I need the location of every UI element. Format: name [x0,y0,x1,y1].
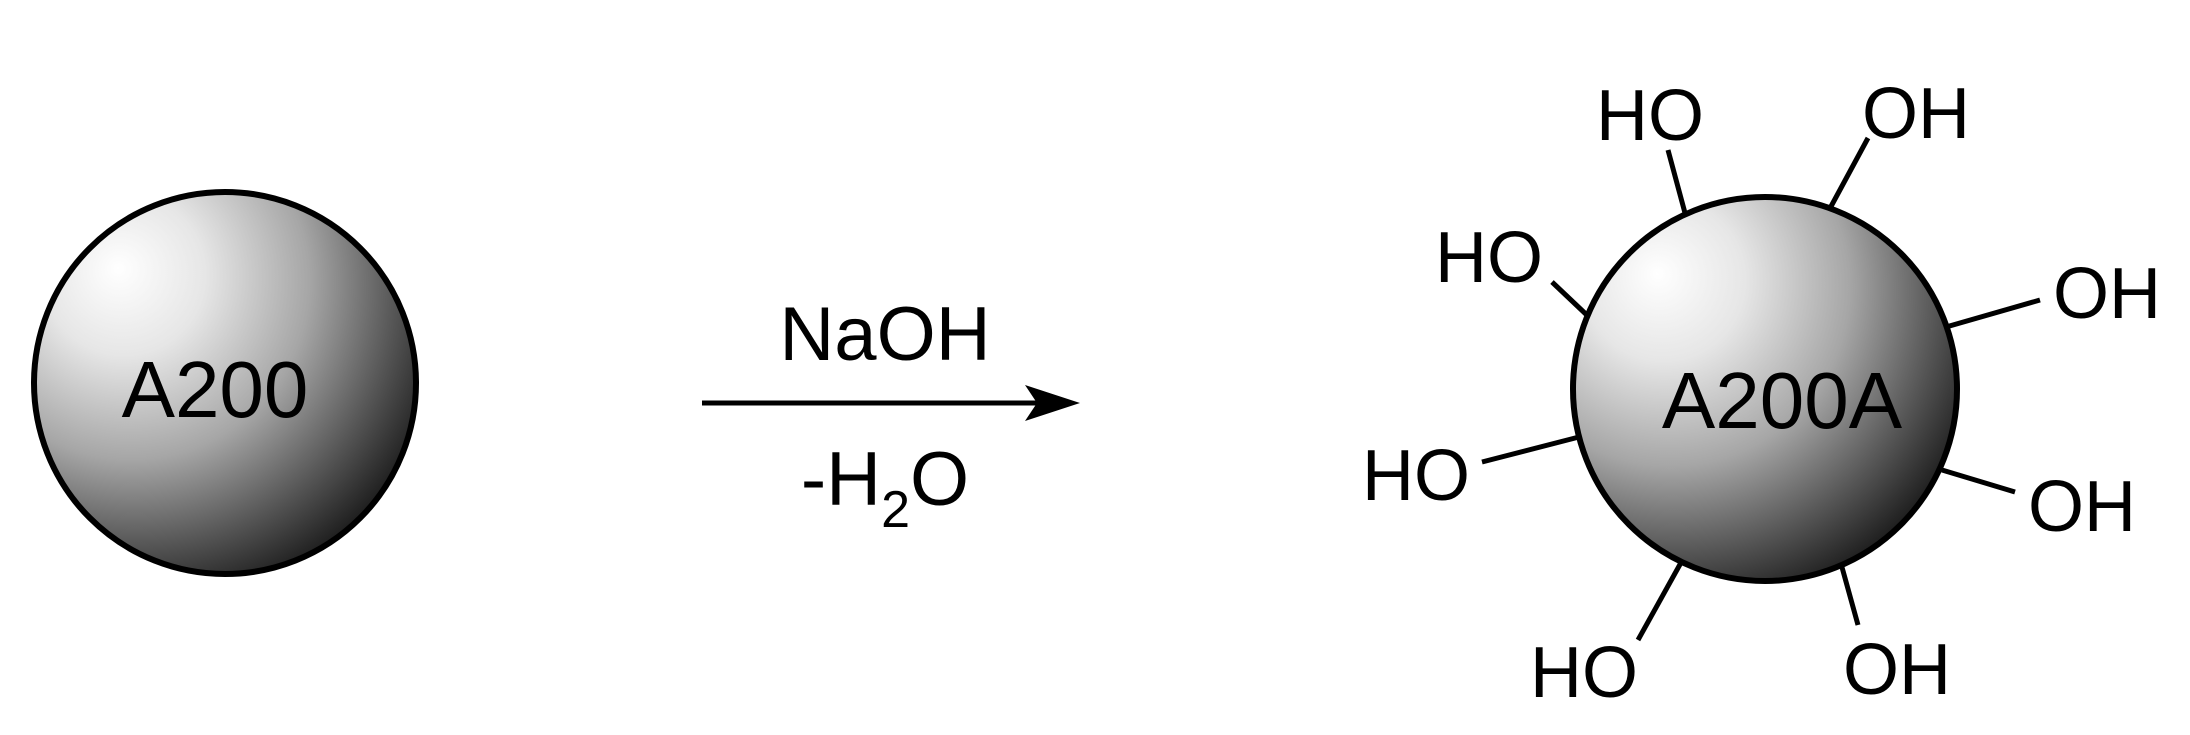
reactant-particle: A200 [31,189,419,577]
byproduct-label: -H2O [801,437,969,539]
hydroxyl-labels: HO OH HO OH HO OH HO OH [1362,74,2161,713]
byproduct-suffix: O [910,437,969,522]
product-label: A200A [1662,356,1903,445]
hydroxyl-lower-right: OH [2028,467,2136,547]
product-particle: A200A [1570,194,1960,584]
arrowhead-icon [1025,385,1080,421]
hydroxyl-bonds [1481,136,2041,642]
hydroxyl-bottom-left: HO [1530,633,1638,713]
reagent-label: NaOH [779,292,990,377]
hydroxyl-top-right: OH [1862,74,1970,154]
hydroxyl-upper-right: OH [2053,254,2161,334]
hydroxyl-upper-left: HO [1435,218,1543,298]
reactant-label: A200 [122,345,309,434]
byproduct-subscript: 2 [881,481,910,539]
byproduct-prefix: -H [801,437,881,522]
hydroxyl-bottom-right: OH [1843,630,1951,710]
hydroxyl-lower-left: HO [1362,436,1470,516]
hydroxyl-top-left: HO [1596,76,1704,156]
reaction-arrow [702,385,1080,421]
